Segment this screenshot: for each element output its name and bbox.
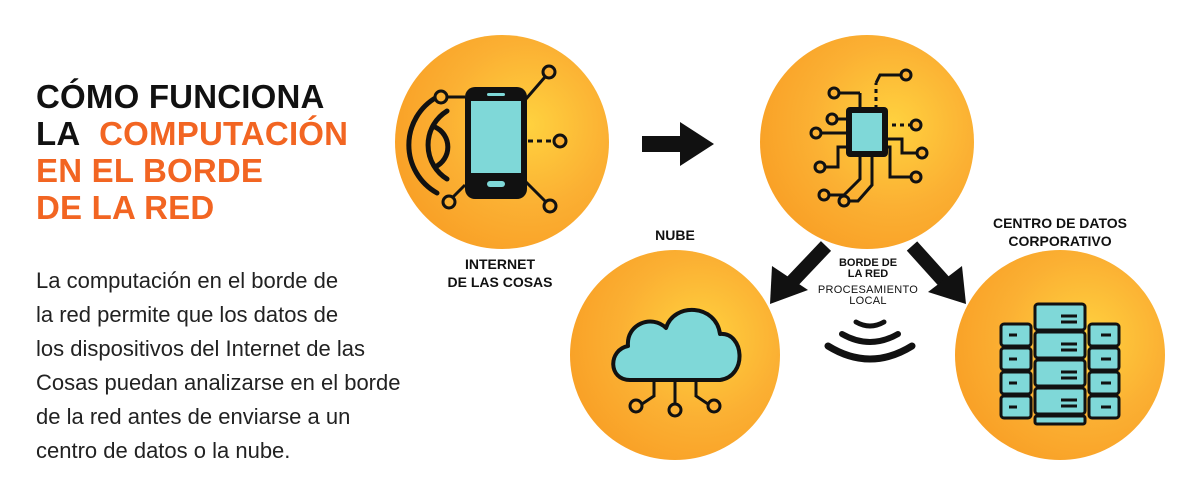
title-line-2-prefix: LA: [36, 115, 81, 152]
arrow-right-icon: [642, 122, 714, 166]
title-line-4: DE LA RED: [36, 189, 215, 226]
iot-label: INTERNET DE LAS COSAS: [425, 255, 575, 291]
title-line-3: EN EL BORDE: [36, 152, 264, 189]
wireless-signal-icon: [824, 319, 916, 363]
description-line-4: Cosas puedan analizarse en el borde: [36, 370, 401, 395]
datacenter-label-line-1: CENTRO DE DATOS: [992, 215, 1128, 231]
description-line-3: los dispositivos del Internet de las: [36, 336, 365, 361]
cloud-label: NUBE: [640, 226, 710, 244]
arrow-down-left-icon: [770, 241, 832, 304]
edge-sublabel-line-2: LOCAL: [849, 295, 887, 307]
edge-sublabel-line-1: PROCESAMIENTO: [817, 284, 919, 296]
page-title: CÓMO FUNCIONA LA COMPUTACIÓN EN EL BORDE…: [36, 78, 348, 226]
edge-label-line-1: BORDE DE: [838, 257, 898, 269]
iot-label-line-2: DE LAS COSAS: [447, 274, 553, 290]
iot-node: [395, 35, 609, 249]
chip-icon: [809, 68, 929, 208]
title-line-1: CÓMO FUNCIONA: [36, 78, 325, 115]
title-line-2: LA COMPUTACIÓN: [36, 115, 348, 152]
title-line-2-accent: COMPUTACIÓN: [99, 115, 349, 152]
edge-sublabel: PROCESAMIENTO LOCAL: [812, 285, 924, 307]
cloud-node: [570, 250, 780, 460]
edge-label-line-2: LA RED: [847, 268, 889, 280]
smartphone-icon: [406, 64, 568, 214]
description-line-5: de la red antes de enviarse a un: [36, 404, 351, 429]
description-line-1: La computación en el borde de: [36, 268, 339, 293]
cloud-icon: [611, 308, 742, 418]
description-line-2: la red permite que los datos de: [36, 302, 339, 327]
datacenter-label: CENTRO DE DATOS CORPORATIVO: [975, 214, 1145, 250]
arrow-down-right-icon: [906, 241, 966, 304]
datacenter-label-line-2: CORPORATIVO: [1008, 233, 1112, 249]
server-icon: [999, 302, 1121, 426]
edge-node: [760, 35, 974, 249]
datacenter-node: [955, 250, 1165, 460]
edge-label: BORDE DE LA RED: [820, 258, 916, 280]
description: La computación en el borde de la red per…: [36, 264, 446, 468]
description-line-6: centro de datos o la nube.: [36, 438, 291, 463]
iot-label-line-1: INTERNET: [465, 256, 535, 272]
cloud-label-text: NUBE: [655, 227, 695, 243]
